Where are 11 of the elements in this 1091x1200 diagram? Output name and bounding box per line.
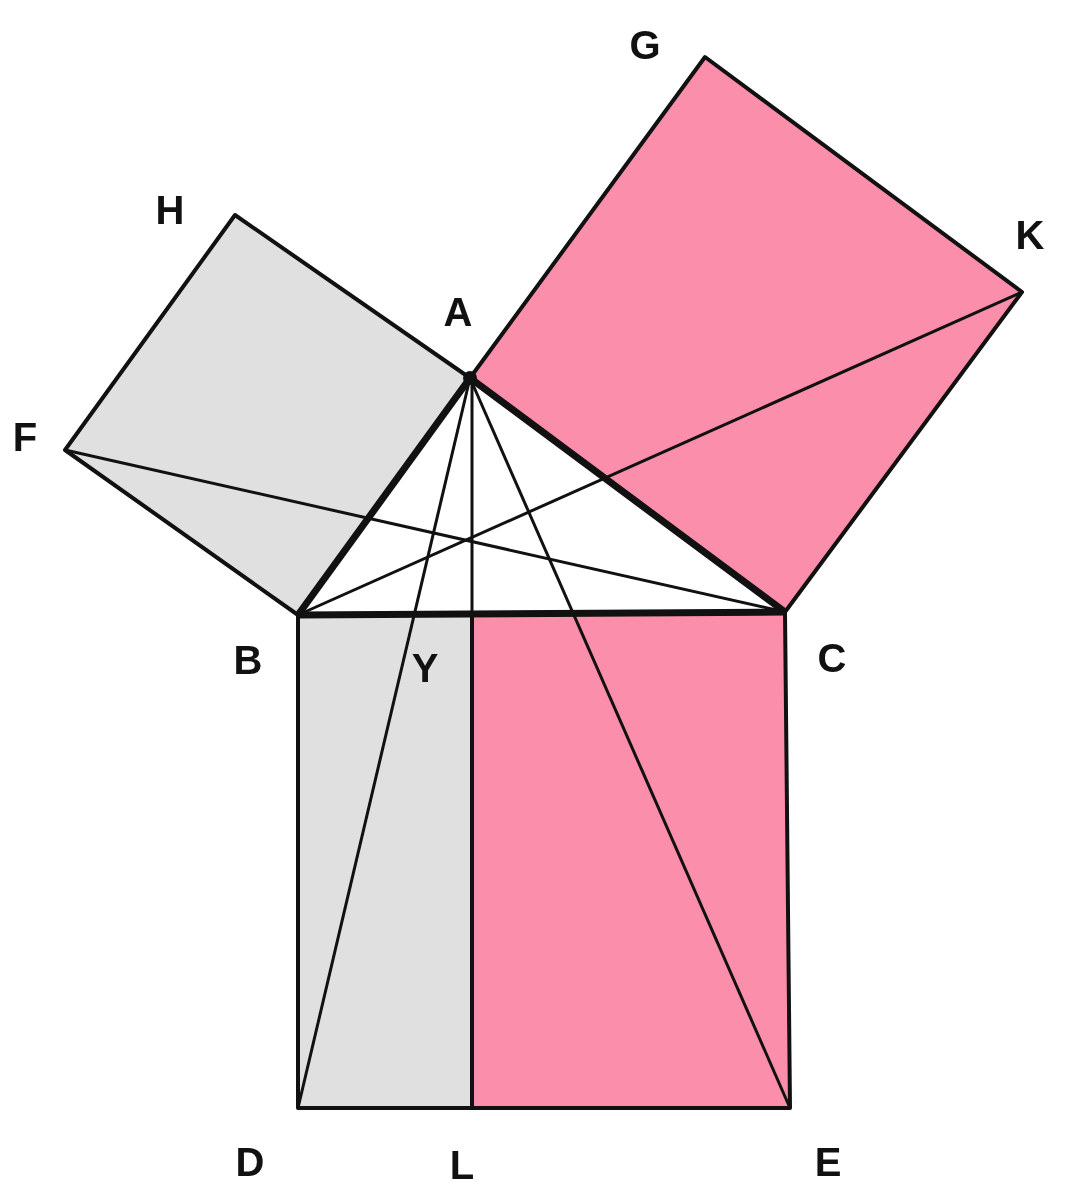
point-label: A — [443, 292, 473, 332]
point-label: H — [155, 190, 185, 230]
point-label: Y — [411, 648, 439, 688]
point-label: C — [817, 638, 847, 678]
point-label: D — [235, 1142, 265, 1182]
point-label: K — [1015, 215, 1045, 255]
point-label: L — [449, 1145, 475, 1185]
point-label: G — [629, 25, 661, 65]
point-label: B — [233, 640, 263, 680]
point-label: E — [814, 1142, 842, 1182]
point-label: F — [12, 417, 38, 457]
